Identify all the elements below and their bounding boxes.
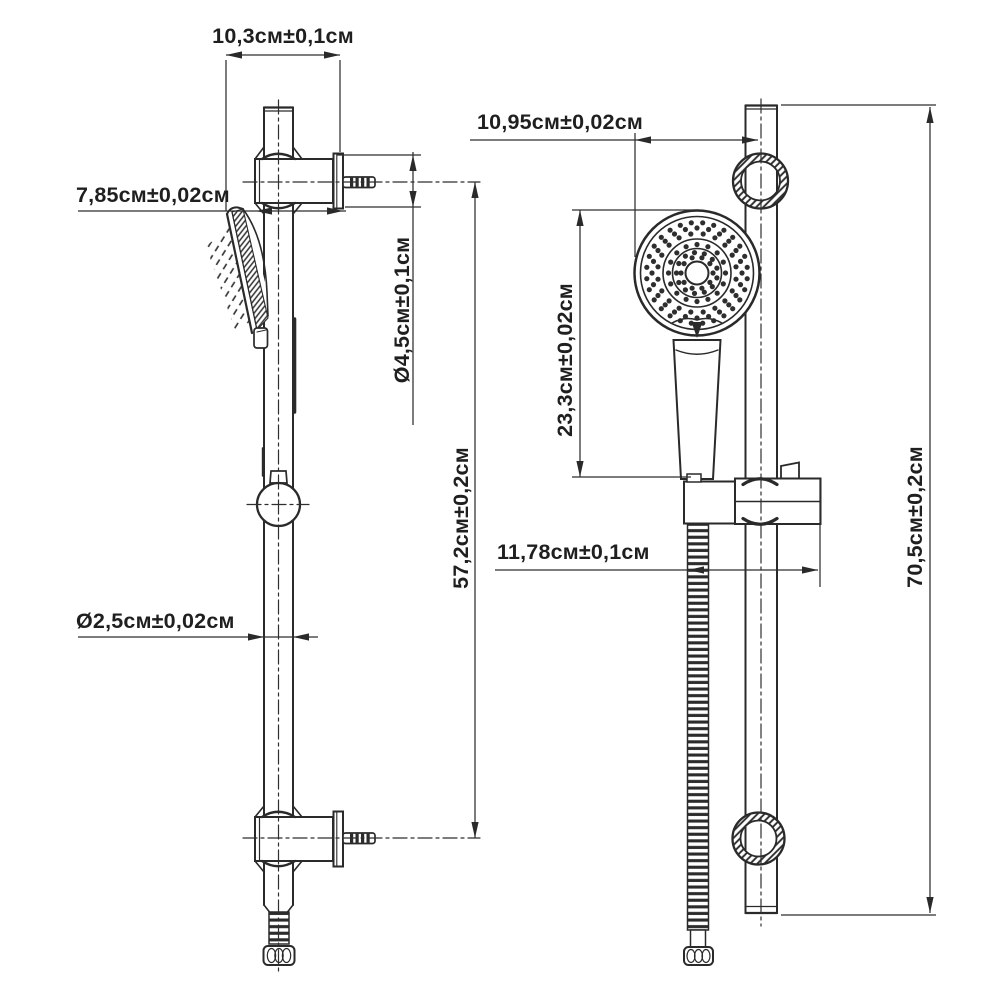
front-handle <box>672 339 722 480</box>
dim-label-bracket-spacing: 57,2см±0,2см <box>449 447 473 589</box>
side-hand-shower <box>206 206 269 349</box>
front-hose <box>683 524 714 966</box>
side-top-bracket <box>254 146 376 215</box>
dim-label-head-to-holder: 23,3см±0,02см <box>553 283 577 437</box>
front-shower-head <box>633 209 761 338</box>
side-centerlines <box>242 99 481 972</box>
dimension-arrowheads <box>226 51 934 913</box>
nozzle-dots <box>644 220 750 326</box>
front-view <box>633 98 822 966</box>
side-bottom-bracket <box>254 805 376 873</box>
side-view <box>206 99 481 972</box>
dim-label-holder-width: 11,78см±0,1см <box>497 540 650 564</box>
dim-label-rail-diameter: Ø2,5см±0,02см <box>76 609 235 633</box>
dim-label-bracket-offset: 7,85см±0,02см <box>76 183 230 207</box>
dim-label-top-width: 10,3см±0,1см <box>212 24 354 48</box>
dim-label-rail-length: 70,5см±0,2см <box>903 446 927 588</box>
mode-selector-marker <box>691 322 703 338</box>
dim-label-flange-diameter: Ø4,5см±0,1см <box>390 237 414 383</box>
dim-label-head-offset: 10,95см±0,02см <box>477 110 643 134</box>
front-bottom-bracket-ring <box>731 811 786 866</box>
dimensions: 10,3см±0,1см 7,85см±0,02см Ø4,5см±0,1см … <box>76 24 936 916</box>
